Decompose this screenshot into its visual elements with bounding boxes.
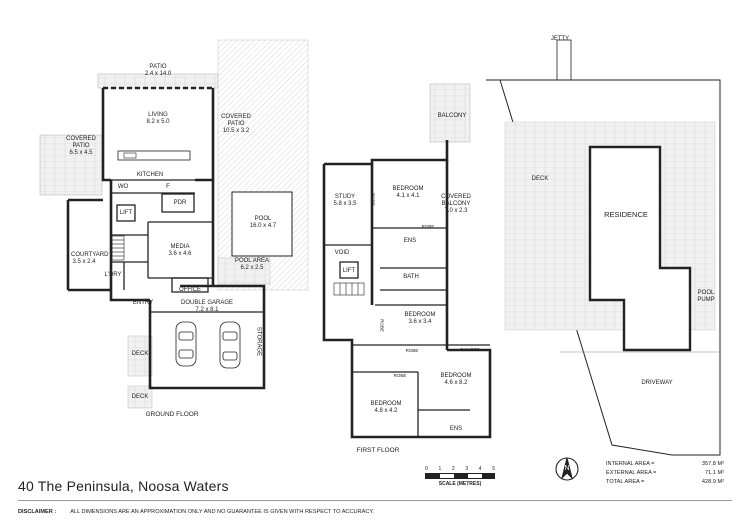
- compass-icon: [555, 457, 579, 481]
- scale-ticks: 0 1 2 3 4 5: [425, 466, 495, 472]
- car-1: [175, 321, 197, 367]
- first-stair: [333, 282, 365, 296]
- first-lift-shaft: [339, 261, 359, 279]
- pool-area-paving: [217, 257, 271, 285]
- f-label: F: [166, 184, 170, 190]
- day-bed-label: DAY BED: [460, 347, 480, 352]
- lift-shaft: [116, 204, 136, 222]
- disclaimer: DISCLAIMER : ALL DIMENSIONS ARE AN APPROX…: [18, 509, 374, 515]
- driveway-label: DRIVEWAY: [641, 380, 673, 386]
- deck-area-1: [127, 335, 153, 377]
- covered-patio-left-area: [39, 134, 103, 196]
- pdr-room: [161, 193, 195, 213]
- bath-label: BATH: [403, 274, 419, 280]
- office-room: [171, 277, 209, 293]
- ens1-label: ENS: [403, 238, 417, 244]
- deck2-label: DECK: [131, 394, 149, 400]
- site-deck-label: DECK: [531, 176, 549, 182]
- pool-shape: [231, 191, 293, 257]
- ground-floor-title: GROUND FLOOR: [145, 411, 199, 418]
- robe1-label: ROBE: [370, 193, 376, 206]
- total-area-row: TOTAL AREA =428.9 m²: [606, 479, 724, 485]
- internal-area-row: INTERNAL AREA =357.8 m²: [606, 461, 724, 467]
- disclaimer-label: DISCLAIMER :: [18, 509, 57, 515]
- lift-label: LIFT: [119, 210, 133, 216]
- kitchen-island: [117, 150, 191, 161]
- robe2-label: ROBE: [421, 224, 435, 229]
- ldry-label: L'DRY: [104, 272, 122, 278]
- area-summary: INTERNAL AREA =357.8 m² EXTERNAL AREA =7…: [606, 460, 724, 487]
- jetty-label: JETTY: [550, 36, 570, 42]
- footer-divider: [18, 500, 732, 501]
- office-label: OFFICE: [179, 287, 201, 293]
- balcony-area: [429, 83, 471, 143]
- first-lift-label: LIFT: [342, 268, 356, 274]
- jetty: [556, 39, 572, 81]
- ground-stair: [111, 235, 125, 261]
- site-plan: [486, 39, 721, 456]
- robe5-label: ROBE: [393, 373, 407, 378]
- void-label: VOID: [334, 250, 350, 256]
- ground-floor-plan: [39, 39, 309, 409]
- car-2: [219, 321, 241, 369]
- first-floor-title: FIRST FLOOR: [356, 447, 400, 454]
- robe3-label: ROBE: [379, 319, 385, 332]
- scale-bar-graphic: [425, 473, 495, 479]
- balcony-label: BALCONY: [437, 113, 467, 119]
- first-floor-plan: [322, 83, 492, 439]
- deck-area-2: [127, 385, 153, 409]
- disclaimer-text: ALL DIMENSIONS ARE AN APPROXIMATION ONLY…: [70, 509, 374, 515]
- scale-bar: 0 1 2 3 4 5 SCALE (METRES): [425, 466, 495, 487]
- pdr-label: PDR: [173, 200, 187, 206]
- kitchen-label: KITCHEN: [136, 172, 164, 178]
- residence-footprint: [588, 145, 692, 352]
- property-address: 40 The Peninsula, Noosa Waters: [18, 478, 229, 494]
- external-area-row: EXTERNAL AREA =71.1 m²: [606, 470, 724, 476]
- entry-label: ENTRY: [132, 300, 154, 306]
- robe4-label: ROBE: [405, 348, 419, 353]
- residence-label: RESIDENCE: [604, 210, 648, 219]
- pool-pump-label: POOL PUMP: [697, 290, 715, 303]
- deck1-label: DECK: [131, 351, 149, 357]
- storage-label: STORAGE: [255, 326, 262, 357]
- scale-caption: SCALE (METRES): [438, 481, 482, 487]
- wo-label: WO: [117, 184, 129, 190]
- site-boundary-line: [486, 79, 721, 456]
- ens2-label: ENS: [449, 426, 463, 432]
- compass-north-label: N: [564, 465, 570, 472]
